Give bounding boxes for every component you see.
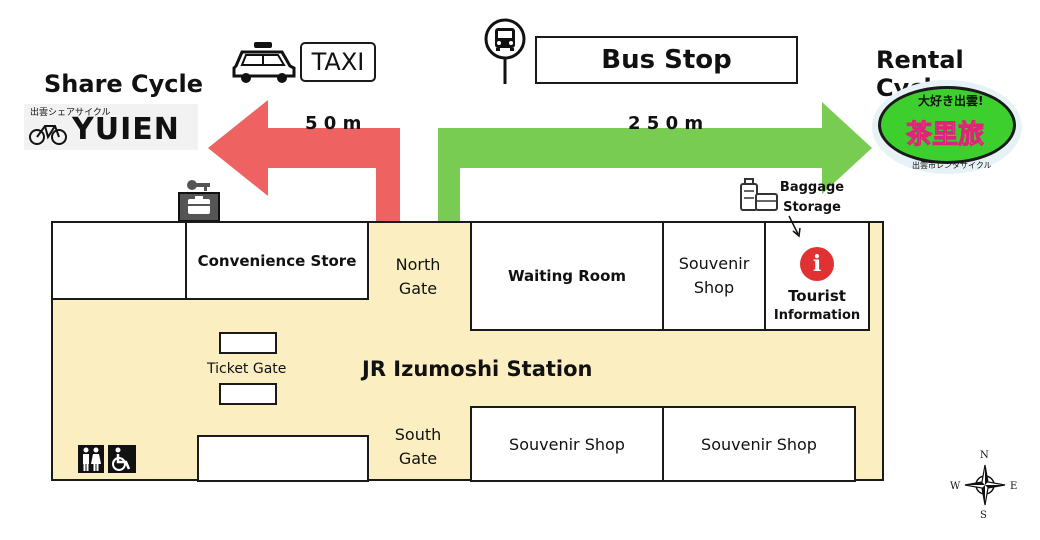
luggage-icon	[740, 178, 778, 211]
baggage-line1: Baggage	[779, 180, 845, 195]
arrow-to-share-cycle-stem	[376, 128, 400, 221]
souvenir-shop-south-a-label: Souvenir Shop	[509, 434, 625, 454]
locker-key-icon	[187, 180, 210, 191]
convenience-store-label: Convenience Store	[197, 251, 357, 270]
compass-w: W	[950, 481, 961, 492]
rental-logo-tag: 大好き出雲!	[918, 94, 984, 108]
taxi-label: TAXI	[311, 48, 365, 76]
souvenir-shop-north-line2: Shop	[693, 278, 735, 297]
convenience-store: Convenience Store	[185, 221, 369, 300]
ticket-gate-barrier-bottom	[219, 383, 277, 405]
tourist-label-line2: Information	[773, 308, 861, 323]
bus-stop-label: Bus Stop	[601, 45, 732, 75]
arrow-to-share-cycle	[208, 100, 400, 221]
compass-rose	[964, 464, 1006, 506]
yuien-brand: YUIEN	[72, 112, 180, 147]
souvenir-shop-south-b-label: Souvenir Shop	[701, 434, 817, 454]
baggage-pointer-arrow	[788, 215, 801, 238]
baggage-storage-label: Baggage Storage	[778, 178, 846, 218]
compass-icon: N W E S	[950, 450, 1020, 522]
info-glyph: i	[812, 251, 822, 277]
taxi-sign: TAXI	[300, 42, 376, 82]
south-gate-line2: Gate	[398, 449, 438, 468]
wheelchair-icon	[108, 445, 136, 473]
coin-locker-icon	[178, 192, 220, 222]
right-distance-label: 2 5 0 m	[628, 113, 704, 134]
tourist-information: i Tourist Information	[764, 221, 870, 331]
north-gate-line2: Gate	[398, 279, 438, 298]
left-distance-label: 5 0 m	[305, 113, 362, 134]
yuien-logo: 出雲シェアサイクル YUIEN	[24, 104, 198, 150]
compass-n: N	[980, 450, 989, 461]
rental-logo-name: 茶里旅	[905, 120, 985, 151]
rental-cycle-logo: 大好き出雲! 茶里旅 出雲市レンタサイクル	[872, 80, 1022, 174]
tourist-label-line1: Tourist	[788, 287, 846, 305]
north-gate-label: North Gate	[378, 253, 458, 301]
restroom-icon	[78, 445, 104, 473]
station-name: JR Izumoshi Station	[362, 357, 593, 381]
bus-stop-sign: Bus Stop	[535, 36, 798, 84]
share-cycle-title: Share Cycle	[44, 70, 204, 98]
southwest-room	[197, 435, 369, 482]
rental-logo-sub: 出雲市レンタサイクル	[912, 161, 992, 170]
souvenir-shop-south-b: Souvenir Shop	[662, 406, 856, 482]
waiting-room-label: Waiting Room	[507, 267, 626, 285]
compass-e: E	[1010, 481, 1018, 492]
south-gate-label: South Gate	[378, 423, 458, 471]
souvenir-shop-north: Souvenir Shop	[662, 221, 766, 331]
ticket-gate-label: Ticket Gate	[207, 361, 287, 377]
north-gate-line1: North	[395, 255, 441, 274]
baggage-line2: Storage	[783, 200, 841, 215]
compass-s: S	[980, 510, 987, 521]
waiting-room: Waiting Room	[470, 221, 664, 331]
souvenir-shop-south-a: Souvenir Shop	[470, 406, 664, 482]
yuien-logo-sub: 出雲シェアサイクル	[30, 108, 111, 118]
bicycle-icon	[29, 125, 67, 145]
souvenir-shop-north-line1: Souvenir	[678, 254, 750, 273]
ticket-gate-barrier-top	[219, 332, 277, 354]
left-blank-room	[51, 221, 187, 300]
bus-icon	[484, 18, 526, 84]
south-gate-line1: South	[394, 425, 442, 444]
info-icon: i	[800, 247, 834, 281]
arrow-to-rental-cycle	[438, 102, 872, 221]
taxi-icon	[232, 42, 296, 83]
